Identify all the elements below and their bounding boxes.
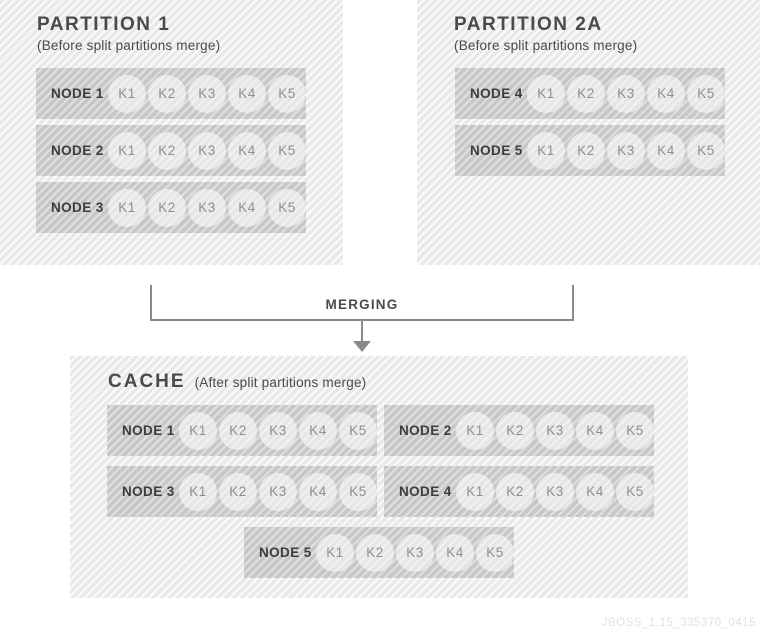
cache-box: CACHE (After split partitions merge) NODE…	[70, 356, 688, 598]
node-label: NODE 3	[51, 200, 104, 215]
key-circle: K1	[108, 131, 146, 170]
key-circle: K5	[616, 472, 654, 511]
key-circle: K5	[616, 411, 654, 450]
key-circle: K5	[687, 74, 725, 113]
key-circle: K2	[148, 131, 186, 170]
key-circle: K4	[228, 74, 266, 113]
key-circle: K1	[179, 472, 217, 511]
key-circle: K5	[268, 188, 306, 227]
key-circle: K2	[219, 411, 257, 450]
cache-title: CACHE	[108, 371, 186, 392]
key-circle: K3	[259, 411, 297, 450]
watermark-text: JBOSS_1.15_335370_0415	[601, 617, 756, 629]
key-circle: K5	[476, 533, 514, 572]
merge-arrow-down-icon	[353, 341, 371, 352]
merge-arrow-stem	[361, 320, 363, 342]
key-circle: K1	[527, 131, 565, 170]
key-circle: K3	[259, 472, 297, 511]
key-circle: K4	[576, 411, 614, 450]
node-label: NODE 1	[51, 86, 104, 101]
key-circle: K2	[567, 74, 605, 113]
key-circle: K1	[179, 411, 217, 450]
key-circle: K3	[607, 74, 645, 113]
node-label: NODE 4	[399, 484, 452, 499]
key-circle: K3	[188, 74, 226, 113]
partition-1-box: PARTITION 1 (Before split partitions mer…	[0, 0, 343, 265]
key-circle: K4	[228, 188, 266, 227]
connector-right-stub	[572, 285, 574, 321]
key-circle: K5	[268, 74, 306, 113]
key-circle: K4	[576, 472, 614, 511]
key-circle: K1	[527, 74, 565, 113]
partition-1-subtitle: (Before split partitions merge)	[37, 38, 221, 53]
connector-left-stub	[150, 285, 152, 321]
key-circle: K5	[339, 411, 377, 450]
key-circle: K2	[148, 74, 186, 113]
key-circle: K2	[496, 472, 534, 511]
key-circle: K2	[356, 533, 394, 572]
key-circle: K4	[299, 411, 337, 450]
node-label: NODE 5	[470, 143, 523, 158]
key-circle: K4	[647, 131, 685, 170]
key-circle: K4	[228, 131, 266, 170]
key-circle: K3	[188, 188, 226, 227]
node-label: NODE 2	[399, 423, 452, 438]
key-circle: K2	[567, 131, 605, 170]
key-circle: K2	[148, 188, 186, 227]
key-circle: K1	[108, 74, 146, 113]
key-circle: K1	[316, 533, 354, 572]
merging-label: MERGING	[325, 297, 399, 312]
key-circle: K5	[339, 472, 377, 511]
cache-subtitle: (After split partitions merge)	[194, 375, 367, 390]
key-circle: K3	[536, 472, 574, 511]
node-label: NODE 4	[470, 86, 523, 101]
key-circle: K3	[188, 131, 226, 170]
key-circle: K1	[108, 188, 146, 227]
key-circle: K3	[396, 533, 434, 572]
partition-1-title: PARTITION 1	[37, 14, 171, 35]
key-circle: K1	[456, 411, 494, 450]
node-label: NODE 2	[51, 143, 104, 158]
key-circle: K1	[456, 472, 494, 511]
key-circle: K2	[219, 472, 257, 511]
key-circle: K5	[268, 131, 306, 170]
key-circle: K4	[436, 533, 474, 572]
partition-2a-title: PARTITION 2A	[454, 14, 603, 35]
key-circle: K4	[647, 74, 685, 113]
node-label: NODE 3	[122, 484, 175, 499]
partition-2a-subtitle: (Before split partitions merge)	[454, 38, 638, 53]
key-circle: K2	[496, 411, 534, 450]
partition-2a-box: PARTITION 2A (Before split partitions me…	[417, 0, 760, 265]
key-circle: K5	[687, 131, 725, 170]
node-label: NODE 1	[122, 423, 175, 438]
cache-title-line: CACHE (After split partitions merge)	[108, 371, 366, 393]
key-circle: K4	[299, 472, 337, 511]
key-circle: K3	[607, 131, 645, 170]
node-label: NODE 5	[259, 545, 312, 560]
key-circle: K3	[536, 411, 574, 450]
